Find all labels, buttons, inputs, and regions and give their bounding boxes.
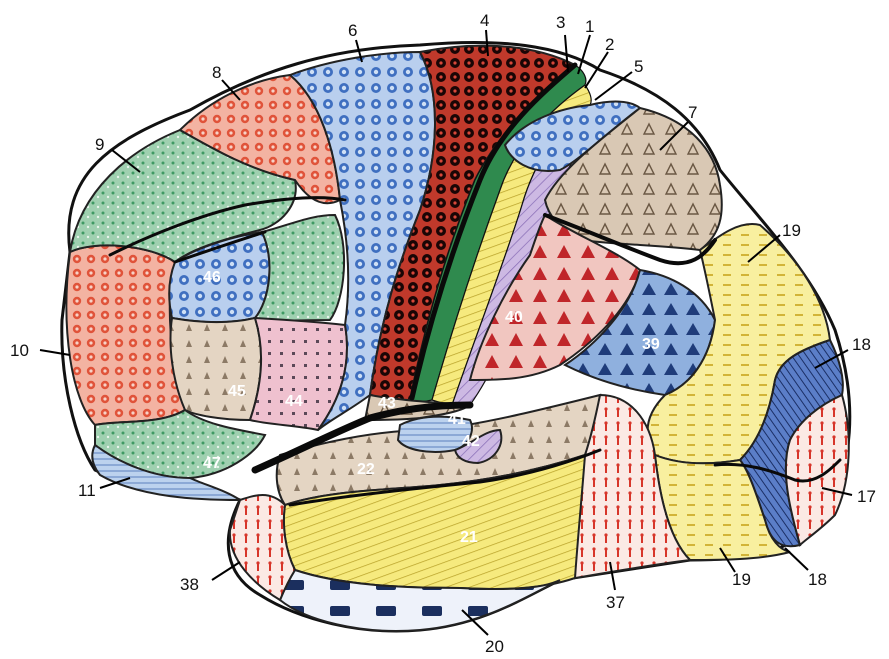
area-label-10: 10: [10, 341, 29, 360]
area-label-19-lower: 19: [732, 570, 751, 589]
area-label-17: 17: [857, 487, 876, 506]
area-label-38: 38: [180, 575, 199, 594]
area-label-5: 5: [634, 57, 643, 76]
area-label-42: 42: [462, 433, 480, 450]
area-label-4: 4: [480, 11, 489, 30]
area-45-region: [171, 318, 262, 420]
area-label-40: 40: [505, 309, 523, 326]
area-label-6: 6: [348, 21, 357, 40]
area-label-2: 2: [605, 35, 614, 54]
area-label-18-upper: 18: [852, 335, 871, 354]
area-label-37: 37: [606, 593, 625, 612]
leader-18b: [785, 548, 808, 570]
area-label-7: 7: [688, 103, 697, 122]
area-label-19-upper: 19: [782, 221, 801, 240]
area-label-22: 22: [357, 461, 375, 478]
area-label-20: 20: [485, 637, 504, 656]
area-38-region: [230, 495, 295, 600]
area-label-39: 39: [642, 336, 660, 353]
area-label-18-lower: 18: [808, 570, 827, 589]
area-label-11: 11: [78, 481, 96, 500]
area-label-46: 46: [203, 269, 221, 286]
area-label-9: 9: [95, 135, 104, 154]
area-label-43: 43: [378, 395, 396, 412]
area-10-region: [66, 245, 185, 425]
area-label-47: 47: [203, 455, 221, 472]
area-label-41: 41: [448, 411, 466, 428]
area-label-8: 8: [212, 63, 221, 82]
area-label-3: 3: [556, 13, 565, 32]
area-label-21: 21: [460, 529, 478, 546]
area-label-44: 44: [285, 393, 303, 410]
area-label-45: 45: [228, 383, 246, 400]
area-label-1: 1: [585, 17, 594, 36]
